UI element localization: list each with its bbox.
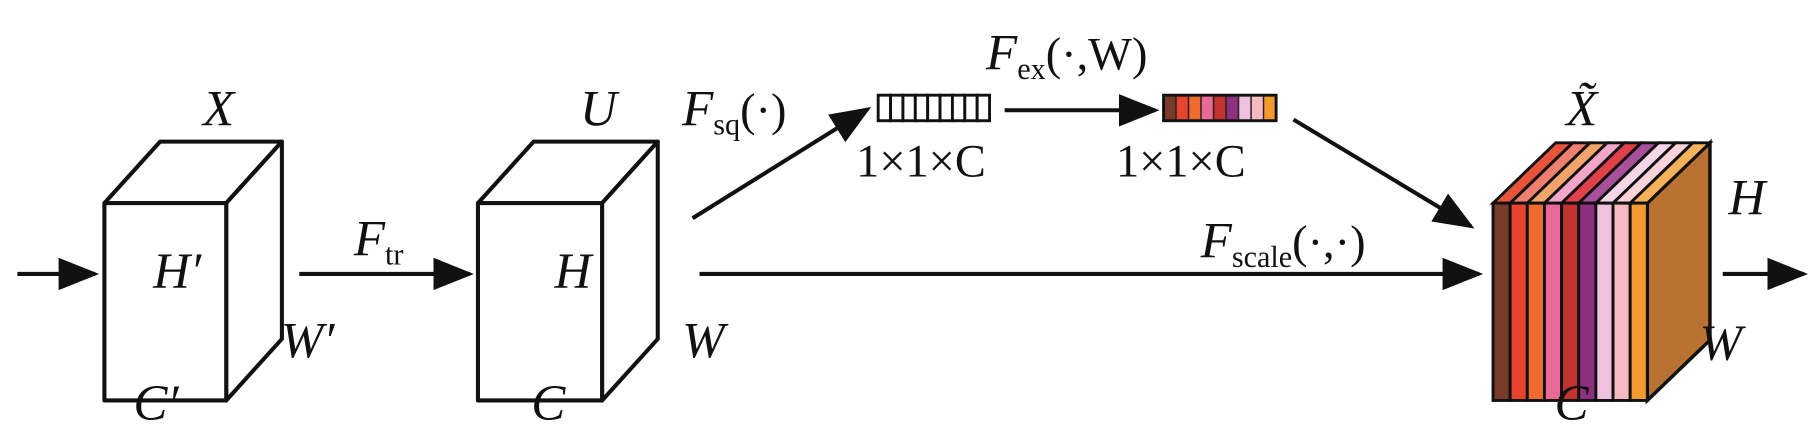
channel-stripe: [1594, 201, 1615, 402]
feature-cube-channel-label: C: [531, 376, 566, 426]
squeeze-cell: [963, 93, 979, 123]
excitation-cell: [1225, 94, 1240, 122]
excitation-label: Fex(·,W): [985, 26, 1147, 86]
channel-stripe: [1577, 201, 1598, 402]
excitation-cell: [1187, 94, 1202, 122]
excitation-vector-label: 1×1×C: [1116, 136, 1246, 187]
output-cube-height-label: H: [1728, 171, 1769, 227]
feature-cube-top-label: U: [580, 81, 620, 137]
feature-cube: [475, 139, 660, 403]
feature-cube-height-label: H: [554, 244, 595, 300]
channel-stripe: [1491, 201, 1512, 402]
output-cube: [1489, 138, 1714, 405]
squeeze-cell: [889, 93, 905, 123]
excitation-cell: [1262, 94, 1277, 122]
squeeze-cell: [926, 93, 942, 123]
excitation-cell: [1200, 94, 1215, 122]
input-cube-top-label: X: [201, 81, 236, 137]
input-cube-width-label: W′: [281, 314, 336, 370]
weights-arrow: [1292, 117, 1475, 229]
scale-label: Fscale(·,·): [1200, 214, 1366, 274]
squeeze-vector-label: 1×1×C: [856, 136, 986, 187]
input-cube-height-label: H′: [152, 244, 202, 300]
output-cube-channel-label: C: [1555, 376, 1590, 426]
transform-label: Ftr: [353, 211, 404, 271]
squeeze-cell: [950, 93, 967, 123]
channel-stripe: [1611, 201, 1632, 402]
excitation-cell: [1175, 94, 1190, 122]
output-cube-top-label: X̃: [1564, 81, 1599, 137]
excitation-cell: [1162, 94, 1177, 122]
channel-stripe: [1542, 201, 1564, 402]
feature-cube-width-label: W: [682, 314, 729, 370]
channel-stripe: [1628, 201, 1649, 402]
excitation-cell: [1237, 94, 1252, 122]
excitation-vector-border: [1162, 93, 1278, 123]
channel-stripe: [1508, 201, 1529, 402]
squeezed-vector: [876, 93, 991, 123]
input-cube-channel-label: C′: [133, 376, 179, 426]
squeeze-arrow: [691, 106, 872, 220]
squeeze-cell: [938, 93, 954, 123]
squeeze-cell: [975, 93, 991, 123]
squeeze-cell: [901, 93, 917, 123]
input-cube: [102, 139, 284, 403]
excitation-cell: [1250, 94, 1265, 122]
excitation-cell: [1212, 94, 1227, 122]
squeeze-cell: [876, 93, 893, 123]
channel-stripe: [1560, 201, 1581, 402]
squeeze-label: Fsq(·): [681, 81, 786, 141]
channel-stripe: [1525, 201, 1546, 402]
output-cube-width-label: W: [1700, 316, 1747, 372]
excitation-vector: [1162, 93, 1278, 123]
squeeze-cell: [913, 93, 930, 123]
